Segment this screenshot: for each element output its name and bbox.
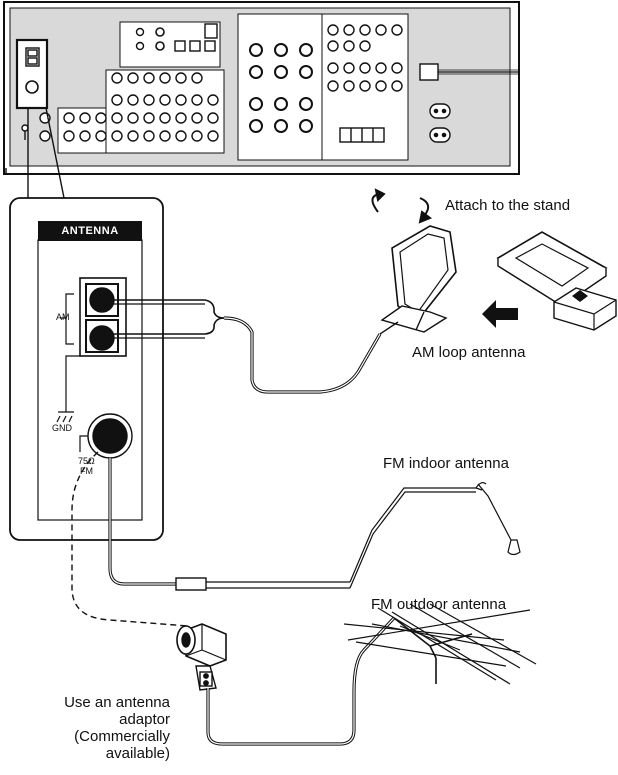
receiver-rear-panel: [3, 1, 520, 175]
fm-indoor-antenna-label: FM indoor antenna: [383, 455, 509, 472]
attach-arrow-icon: [482, 300, 518, 328]
am-loop-antenna-icon: [379, 225, 457, 335]
fm-indoor-antenna-end-icon: [507, 539, 521, 556]
am-loop-antenna-label: AM loop antenna: [412, 344, 526, 361]
fm-indoor-antenna-wire: [349, 487, 483, 583]
rotate-arrows-icon: [371, 188, 433, 224]
fm-cable-connector: [175, 577, 207, 591]
am-terminal-1: [89, 287, 115, 313]
fm-ohm-label: 75Ω: [78, 456, 95, 466]
am-loop-antenna-unattached-icon: [496, 231, 617, 331]
gnd-line: [65, 355, 80, 412]
fm-jack-75ohm: [92, 418, 128, 454]
antenna-panel-title: ANTENNA: [38, 221, 142, 241]
fm-outdoor-antenna-icon: [343, 603, 537, 685]
antenna-panel: [9, 197, 164, 541]
attach-to-stand-label: Attach to the stand: [445, 197, 571, 214]
adaptor-dashed-line: [71, 451, 189, 627]
adaptor-note-line-2: adaptor: [119, 711, 170, 728]
rear-antenna-section-highlight: [15, 38, 49, 110]
am-label: AM: [56, 312, 70, 322]
am-antenna-cable: [223, 316, 382, 394]
am-terminal-2: [89, 325, 115, 351]
adaptor-note-line-4: available): [105, 745, 170, 762]
callout-lines: [27, 107, 65, 199]
adaptor-note-line-1: Use an antenna: [64, 694, 170, 711]
antenna-adaptor-note: Use an antenna adaptor (Commercially ava…: [20, 694, 170, 762]
gnd-label: GND: [52, 423, 72, 433]
antenna-adaptor: [176, 623, 227, 691]
fm-label: FM: [80, 466, 93, 476]
gnd-symbol-icon: [56, 411, 74, 423]
adaptor-note-line-3: (Commercially: [74, 728, 170, 745]
fm-outdoor-antenna-label: FM outdoor antenna: [371, 596, 507, 613]
